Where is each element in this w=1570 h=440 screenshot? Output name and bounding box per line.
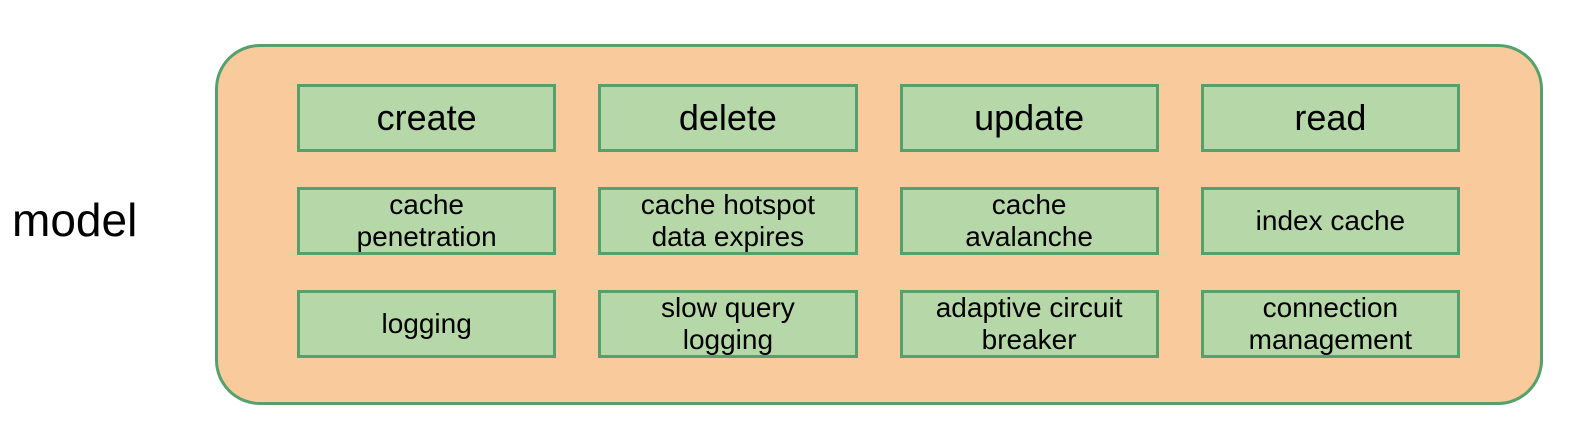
cell-cache-penetration: cache penetration bbox=[297, 187, 557, 255]
cell-delete: delete bbox=[598, 84, 858, 152]
cell-connection-management: connection management bbox=[1200, 290, 1460, 358]
cell-index-cache: index cache bbox=[1200, 187, 1460, 255]
cell-cache-avalanche: cache avalanche bbox=[899, 187, 1159, 255]
cell-cache-hotspot-data-expires: cache hotspot data expires bbox=[598, 187, 858, 255]
crud-grid: create delete update read cache penetrat… bbox=[297, 84, 1460, 358]
cell-slow-query-logging: slow query logging bbox=[598, 290, 858, 358]
model-label: model bbox=[12, 194, 138, 246]
model-container: create delete update read cache penetrat… bbox=[215, 44, 1543, 405]
cell-read: read bbox=[1200, 84, 1460, 152]
cell-create: create bbox=[297, 84, 557, 152]
cell-adaptive-circuit-breaker: adaptive circuit breaker bbox=[899, 290, 1159, 358]
cell-update: update bbox=[899, 84, 1159, 152]
cell-logging: logging bbox=[297, 290, 557, 358]
